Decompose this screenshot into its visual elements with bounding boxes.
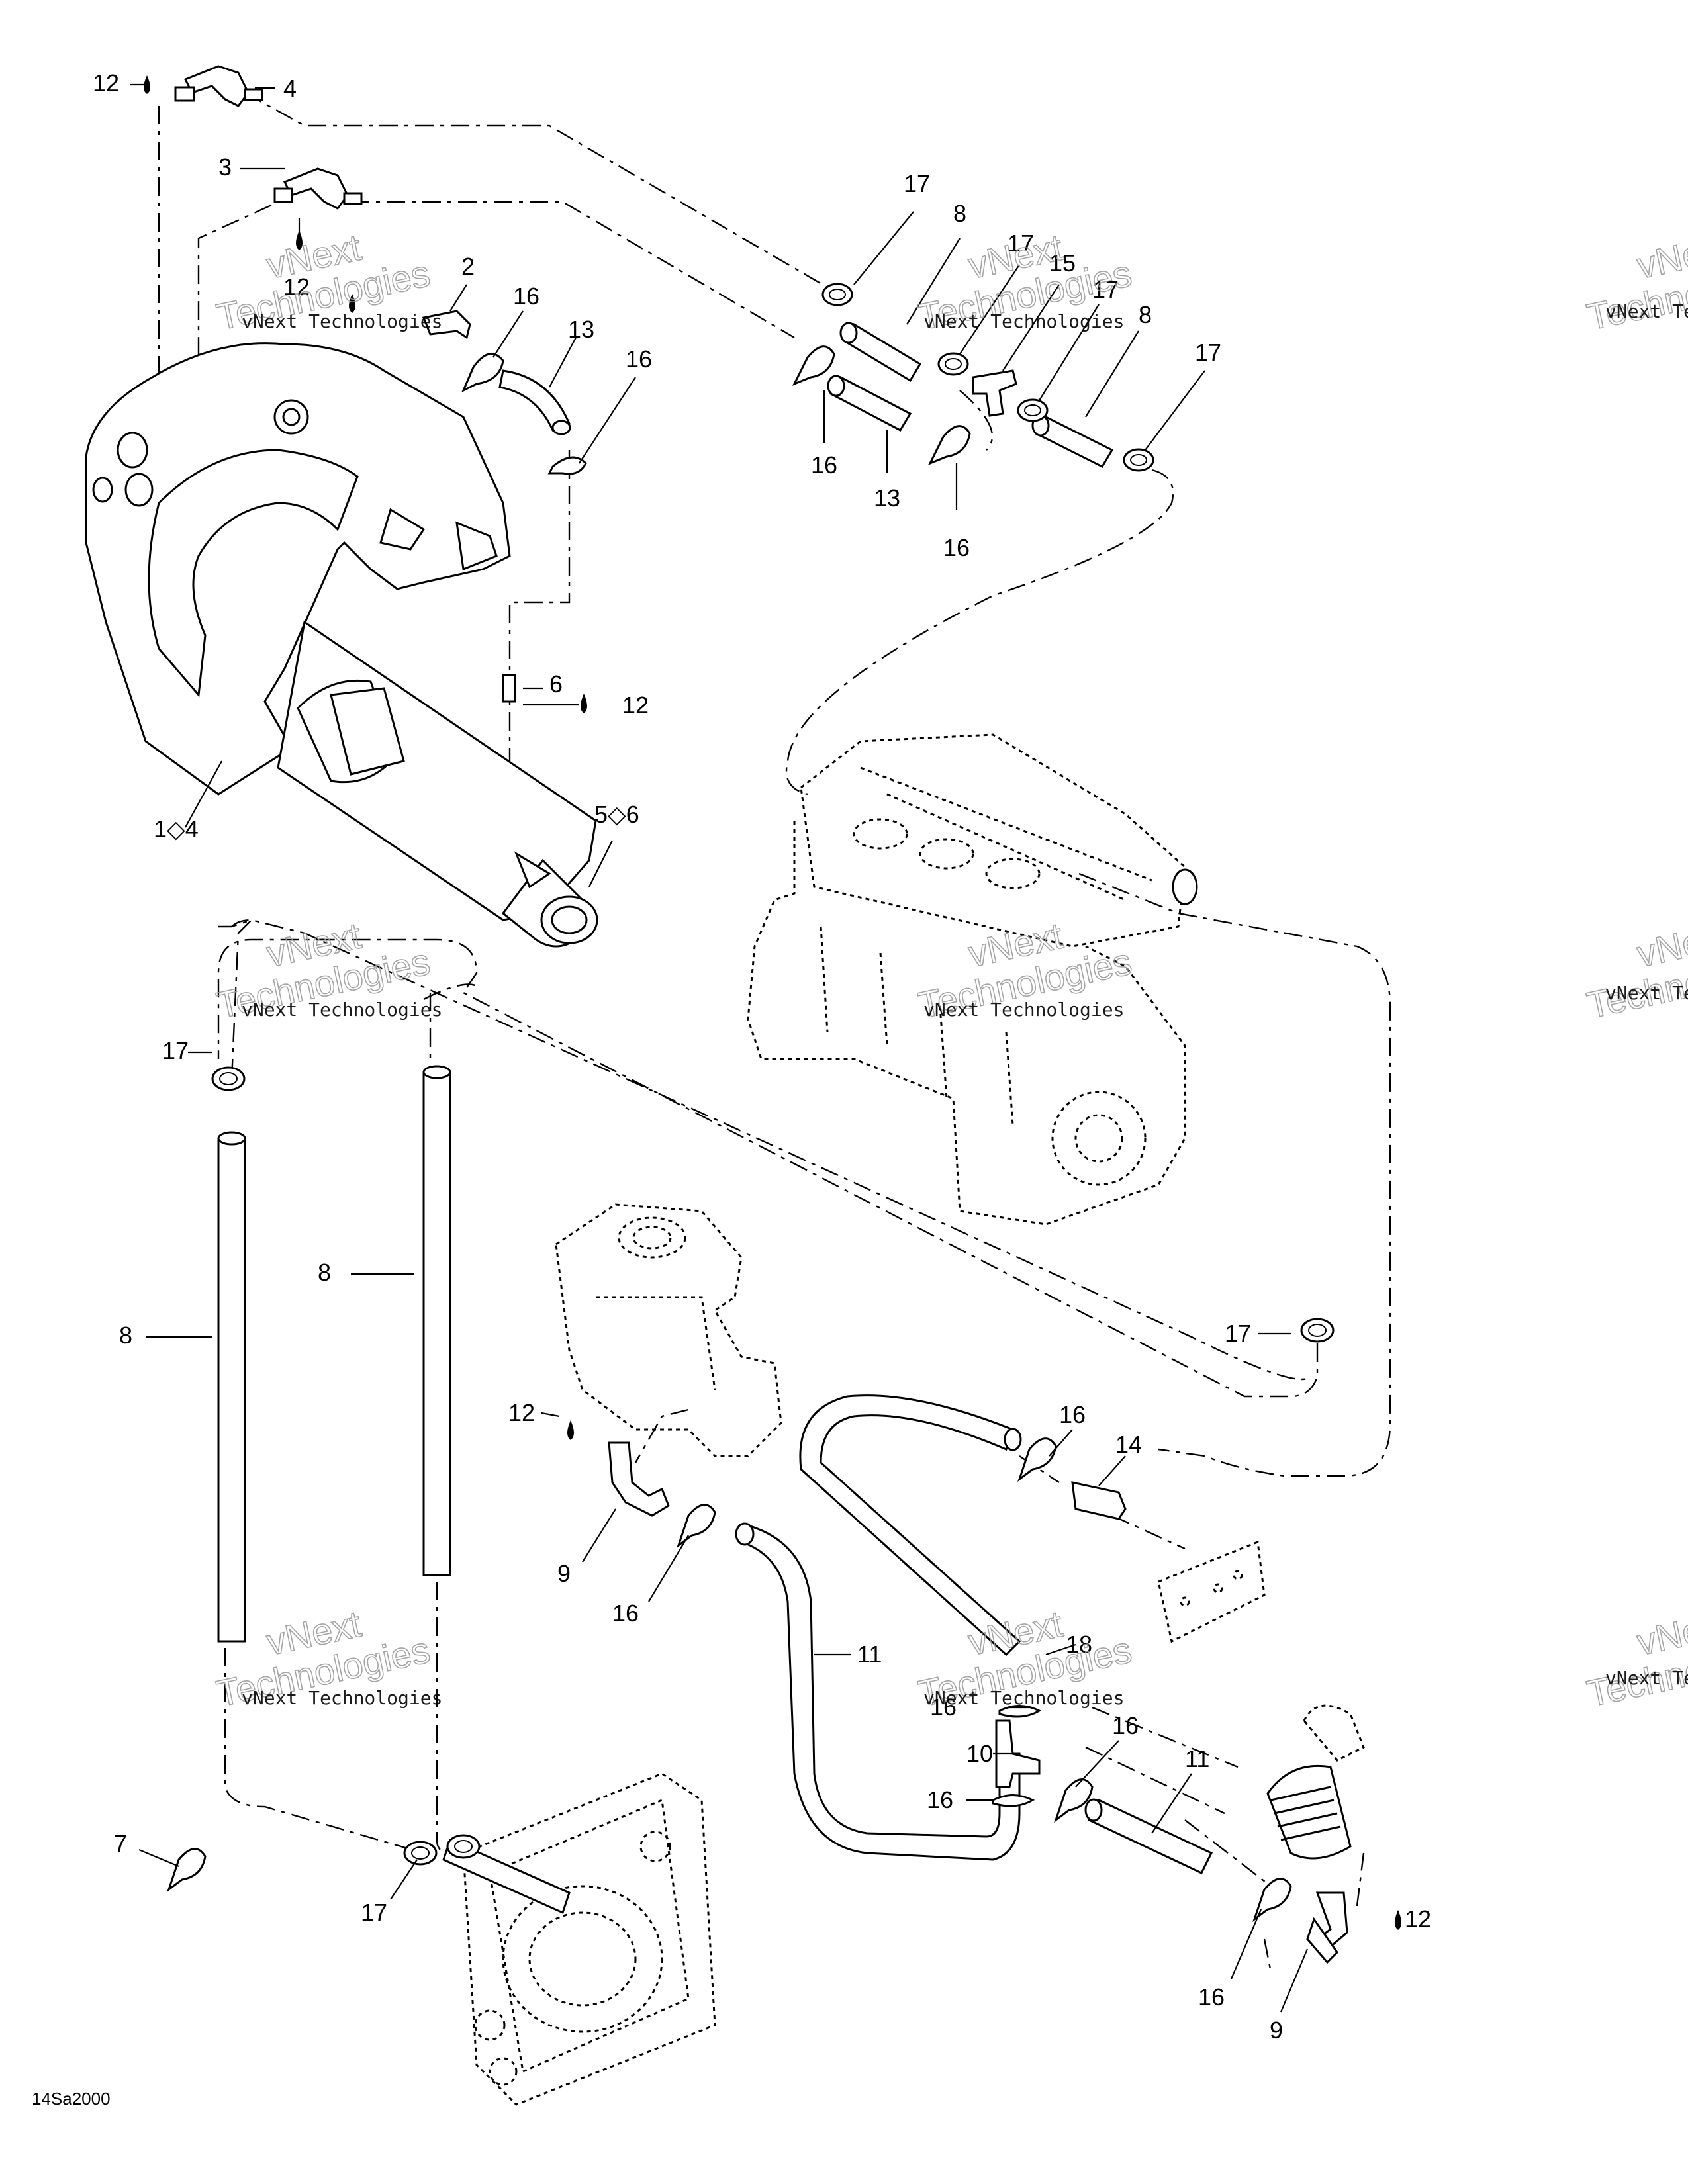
callout-13: 13 (874, 484, 900, 512)
callout-13: 13 (568, 316, 594, 343)
engine-block (747, 733, 1198, 1226)
callout-1-4: 1◇4 (154, 815, 199, 842)
callout-12: 12 (508, 1399, 535, 1426)
callout-7: 7 (114, 1830, 127, 1857)
sealant-drop-icon (349, 294, 355, 313)
callout-2: 2 (461, 253, 475, 280)
callout-16: 16 (927, 1786, 953, 1813)
callout-16: 16 (1059, 1401, 1086, 1428)
callout-15: 15 (1049, 250, 1076, 277)
watermark-text: vNext Technologies (1605, 300, 1688, 322)
callout-14: 14 (1115, 1431, 1142, 1458)
callout-17: 17 (904, 170, 930, 197)
callout-16: 16 (626, 345, 652, 373)
muffler (85, 342, 598, 948)
callout-16: 16 (1112, 1712, 1139, 1739)
hose-clamps (167, 283, 1335, 1923)
hoses (217, 322, 1213, 1874)
callout-4: 4 (283, 75, 297, 102)
watermark-text: vNext Technologies (923, 999, 1124, 1021)
watermark-text: vNext Technologies (242, 999, 442, 1021)
callout-16: 16 (930, 1694, 957, 1721)
callout-17: 17 (1092, 276, 1119, 303)
callout-8: 8 (953, 200, 966, 227)
callout-17: 17 (1225, 1320, 1251, 1347)
sealant-drop-icon (296, 230, 303, 250)
callout-16: 16 (1198, 1983, 1225, 2011)
callout-6: 6 (549, 670, 563, 698)
watermark-text: vNext Technologies (1605, 982, 1688, 1004)
callout-16: 16 (513, 283, 539, 310)
callout-16: 16 (811, 451, 837, 478)
callout-8: 8 (1139, 301, 1152, 328)
callout-10: 10 (966, 1740, 993, 1767)
callout-17: 17 (1195, 339, 1221, 366)
watermark-text: vNext Technologies (923, 1687, 1124, 1709)
callout-9: 9 (557, 1560, 571, 1587)
callout-12: 12 (93, 69, 119, 97)
watermark-text: vNext Technologies (242, 310, 442, 332)
exhaust-manifold (555, 1203, 782, 1457)
callout-17: 17 (361, 1899, 387, 1926)
callout-8: 8 (119, 1322, 132, 1349)
callout-16: 16 (943, 534, 970, 561)
sealant-drop-icon (144, 75, 150, 94)
callout-3: 3 (218, 154, 232, 181)
figure-code: 14Sa2000 (32, 2089, 111, 2109)
callout-12: 12 (283, 273, 310, 300)
sealant-drop-icon (581, 693, 587, 713)
callout-12: 12 (622, 692, 649, 719)
jet-pump-support (442, 1540, 1365, 2106)
watermark-text: vNext Technologies (923, 310, 1124, 332)
sealant-drop-icon (567, 1420, 574, 1440)
routing-lines (132, 91, 1391, 1973)
leader-lines (130, 83, 1309, 2013)
callout-17: 17 (162, 1037, 189, 1064)
callout-11: 11 (857, 1641, 882, 1668)
fittings (174, 65, 1348, 1964)
watermark-text: vNext Technologies (242, 1687, 442, 1709)
sealant-drop-icon (1395, 1909, 1401, 1930)
callout-16: 16 (612, 1600, 639, 1627)
callout-11: 11 (1185, 1745, 1209, 1772)
callout-17: 17 (1008, 230, 1034, 257)
sealant-drop-icons (144, 75, 1401, 1930)
callout-8: 8 (318, 1259, 331, 1286)
callout-labels: 12 4 3 12 2 16 13 16 6 12 1◇4 5◇6 17 8 1… (93, 69, 1431, 2044)
callout-5-6: 5◇6 (594, 801, 639, 828)
callout-12: 12 (1405, 1905, 1431, 1933)
watermark-text: vNext Technologies (1605, 1667, 1688, 1689)
callout-18: 18 (1066, 1631, 1092, 1658)
callout-9: 9 (1270, 2017, 1283, 2044)
